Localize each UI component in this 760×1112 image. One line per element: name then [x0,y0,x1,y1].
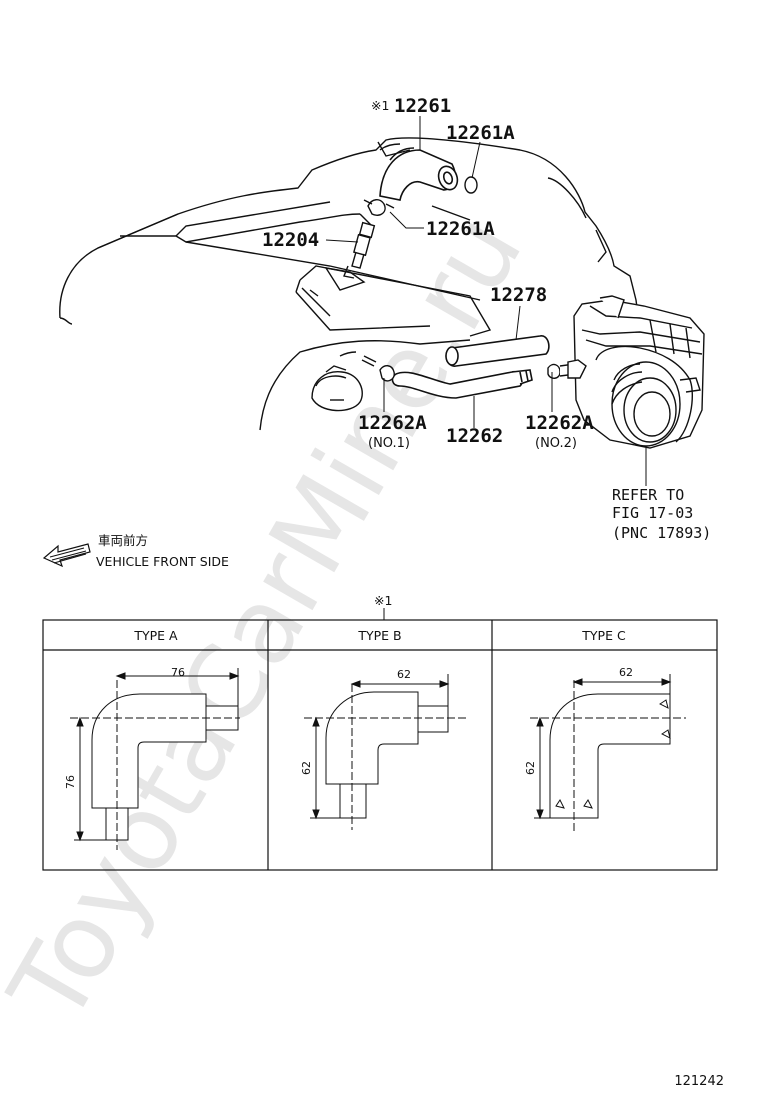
type-c-header: TYPE C [581,628,626,643]
figure-number: 121242 [674,1074,724,1089]
leader-lines [325,116,647,486]
hose-12262 [391,369,533,399]
types-table [42,619,718,871]
type-b-width-dim: 62 [397,668,411,681]
mark-note-top: ※1 [371,98,389,113]
type-a-elbow-drawing [70,668,240,850]
table-mark-note: ※1 [374,593,392,608]
type-a-width-dim: 76 [171,666,185,679]
part-number-12261a-upper: 12261A [446,122,515,144]
direction-label-en: VEHICLE FRONT SIDE [96,554,229,569]
direction-label-jp: 車両前方 [98,533,148,548]
clamp-no2-note: (NO.2) [535,436,577,451]
hose-12261 [379,147,459,201]
refer-line-2: FIG 17-03 [612,504,693,522]
front-direction-arrow-icon [42,543,91,568]
part-number-12261a-lower: 12261A [426,218,495,240]
clamp-12261a-upper [464,176,478,194]
part-number-12204: 12204 [262,229,319,251]
clamp-12261a-lower [363,199,395,216]
pcv-valve-12204 [343,221,376,279]
type-c-width-dim: 62 [619,666,633,679]
hose-12278 [445,335,550,367]
type-a-header: TYPE A [133,628,178,643]
clamp-no1-note: (NO.1) [368,436,410,451]
engine-outline [59,137,641,431]
type-b-header: TYPE B [357,628,401,643]
part-number-12262a-no1: 12262A [358,412,427,434]
type-a-height-dim: 76 [64,775,77,789]
oil-filler-cap [311,365,363,412]
refer-line-1: REFER TO [612,486,684,504]
refer-line-3: (PNC 17893) [612,524,711,542]
type-b-elbow-drawing [304,674,466,830]
type-b-height-dim: 62 [300,761,313,775]
type-c-height-dim: 62 [524,761,537,775]
part-number-12262: 12262 [446,425,503,447]
watermark-text: ToyotaCarMine.ru [0,195,546,1044]
part-number-12261: 12261 [394,95,451,117]
air-cleaner-assembly [567,295,705,449]
part-number-12278: 12278 [490,284,547,306]
type-c-elbow-drawing [530,674,686,834]
part-number-12262a-no2: 12262A [525,412,594,434]
clamp-12262a-no1 [361,355,395,382]
